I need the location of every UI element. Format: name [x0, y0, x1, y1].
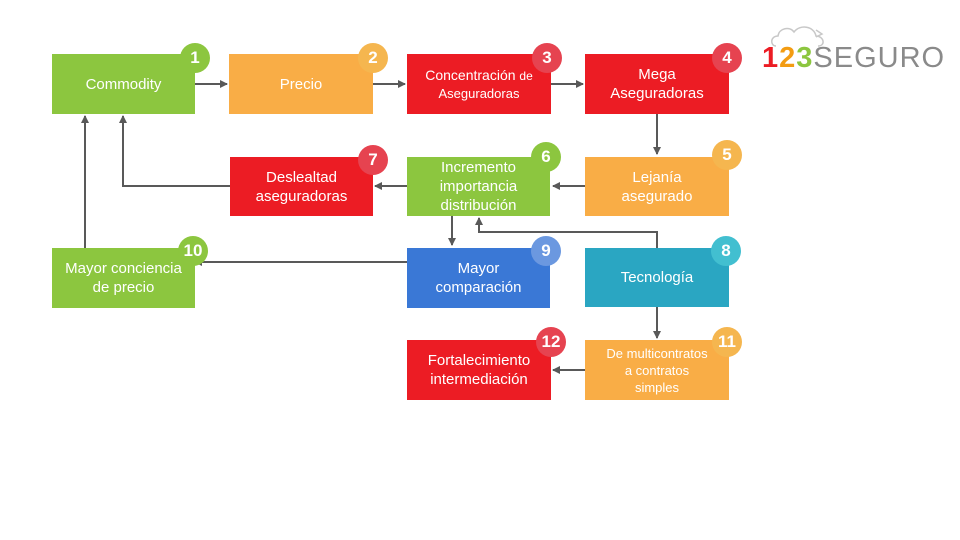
node-concentracion-aseguradoras: Concentración de Aseguradoras [407, 54, 551, 114]
node-fortalecimiento-intermediacion: Fortalecimiento intermediación [407, 340, 551, 400]
node-label: Commodity [85, 75, 162, 93]
node-label-small: de [519, 69, 533, 83]
node-tecnologia: Tecnología [585, 248, 729, 307]
node-commodity: Commodity [52, 54, 195, 114]
badge-10: 10 [178, 236, 208, 266]
node-label-line1: Concentración de [425, 66, 533, 85]
logo-word: SEGURO [813, 42, 946, 74]
node-label: Deslealtad aseguradoras [255, 168, 348, 205]
node-label-main: Concentración [425, 67, 516, 83]
logo-text: 123SEGURO [762, 42, 945, 75]
node-label: Mayor conciencia de precio [65, 260, 182, 296]
node-label-line2: Aseguradoras [438, 86, 520, 101]
cloud-icon [771, 26, 824, 47]
logo-123seguro: 123SEGURO [762, 22, 944, 74]
node-incremento-importancia-distribucion: Incremento importancia distribución [407, 157, 550, 216]
badge-9: 9 [531, 236, 561, 266]
logo-digit-2: 2 [779, 42, 797, 74]
node-label: Incremento importancia distribución [439, 159, 518, 214]
node-label: Fortalecimiento intermediación [427, 352, 531, 388]
node-mayor-comparacion: Mayor comparación [407, 248, 550, 308]
node-label: Tecnología [620, 269, 694, 286]
node-mayor-conciencia-precio: Mayor conciencia de precio [52, 248, 195, 308]
badge-5: 5 [712, 140, 742, 170]
node-label: De multicontratos a contratos simples [606, 345, 708, 395]
badge-4: 4 [712, 43, 742, 73]
node-label: Precio [279, 75, 323, 93]
badge-3: 3 [532, 43, 562, 73]
node-label: Mayor comparación [435, 260, 522, 296]
arrow-8-to-6 [475, 217, 658, 248]
arrow-7-to-1 [119, 115, 230, 187]
badge-2: 2 [358, 43, 388, 73]
node-label: Mega Aseguradoras [610, 66, 704, 102]
node-multicontratos-a-contratos-simples: De multicontratos a contratos simples [585, 340, 729, 400]
badge-1: 1 [180, 43, 210, 73]
badge-7: 7 [358, 145, 388, 175]
badge-6: 6 [531, 142, 561, 172]
badge-11: 11 [712, 327, 742, 357]
node-deslealtad-aseguradoras: Deslealtad aseguradoras [230, 157, 373, 216]
badge-8: 8 [711, 236, 741, 266]
logo-digit-3: 3 [796, 42, 814, 74]
node-mega-aseguradoras: Mega Aseguradoras [585, 54, 729, 114]
node-label: Lejanía asegurado [621, 168, 693, 205]
logo-digit-1: 1 [762, 42, 780, 74]
node-lejania-asegurado: Lejanía asegurado [585, 157, 729, 216]
badge-12: 12 [536, 327, 566, 357]
node-precio: Precio [229, 54, 373, 114]
